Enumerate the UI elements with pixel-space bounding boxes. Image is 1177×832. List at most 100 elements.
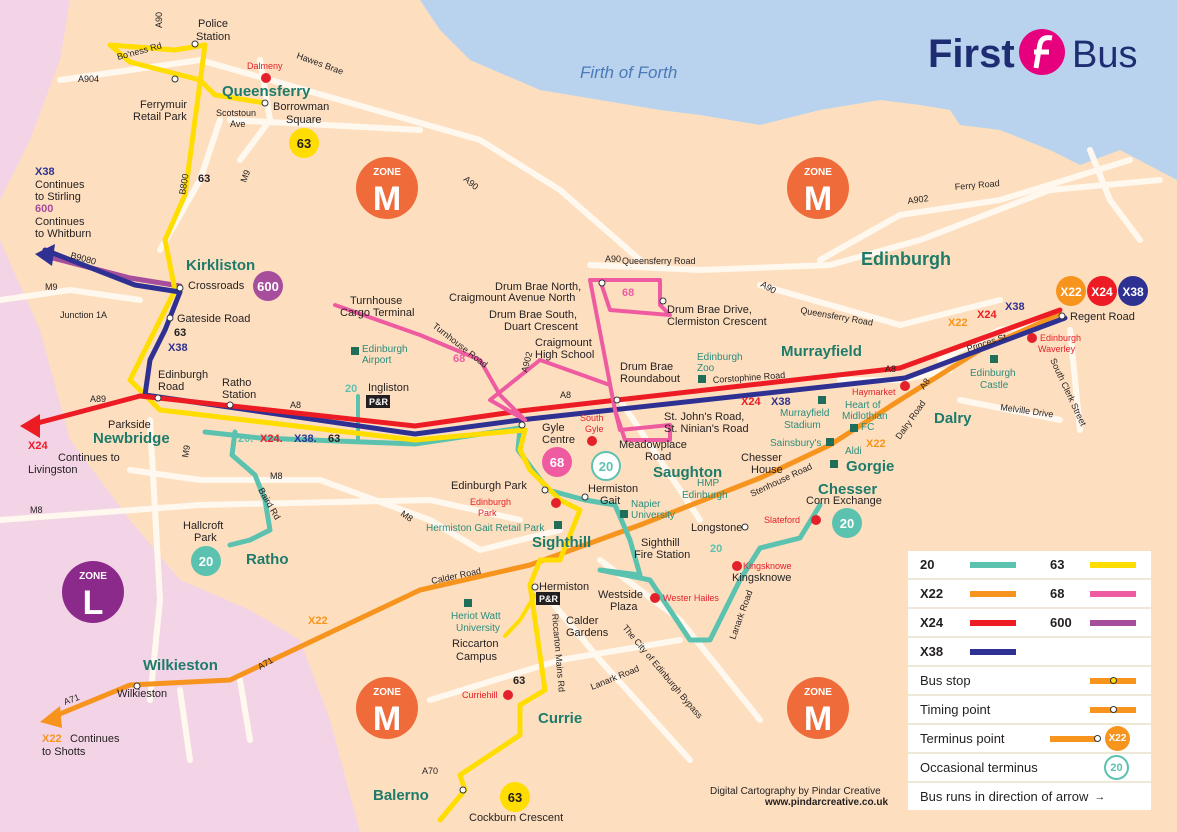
label-calder-gardens-2: Gardens bbox=[566, 627, 609, 639]
route-label-x24: X24 bbox=[741, 396, 761, 408]
poi-murrayfield-stadium-2: Stadium bbox=[784, 420, 821, 431]
stop-borrowman[interactable] bbox=[261, 99, 269, 107]
station-edinburgh-park-2: Park bbox=[478, 508, 497, 518]
stop-edinburgh-park[interactable] bbox=[541, 486, 549, 494]
legend-timing-point: Timing point bbox=[920, 702, 991, 717]
stop-drum-brae-roundabout[interactable] bbox=[613, 396, 621, 404]
road-ferry: Ferry Road bbox=[954, 178, 1000, 192]
stop-gyle-centre[interactable] bbox=[518, 421, 526, 429]
legend-row: Timing point bbox=[908, 696, 1151, 725]
station-wester-hailes: Wester Hailes bbox=[663, 593, 719, 603]
route-x24-line[interactable] bbox=[27, 307, 1063, 429]
legend-code-600: 600 bbox=[1050, 615, 1072, 630]
badge-63-balerno[interactable] bbox=[500, 782, 530, 812]
stop-edinburgh-road[interactable] bbox=[154, 394, 162, 402]
route-63-riccarton-branch[interactable] bbox=[503, 593, 537, 638]
credit-url[interactable]: www.pindarcreative.co.uk bbox=[765, 797, 889, 808]
route-63-line[interactable] bbox=[107, 42, 583, 823]
station-south-gyle-2: Gyle bbox=[585, 424, 604, 434]
route-x22-line[interactable] bbox=[47, 311, 1063, 721]
label-meadowplace-2: Road bbox=[645, 451, 671, 463]
stop-drum-brae-north[interactable] bbox=[598, 279, 606, 287]
badge-x38[interactable] bbox=[1118, 276, 1148, 306]
legend-swatch-x24 bbox=[970, 619, 1016, 626]
badge-20-ratho[interactable] bbox=[191, 546, 221, 576]
area-dalry: Dalry bbox=[934, 410, 972, 427]
road-a902-r: A902 bbox=[907, 193, 929, 206]
badge-text: 20 bbox=[199, 554, 213, 569]
combined-label-63: 63 bbox=[328, 433, 340, 445]
station-edinburgh-park: Edinburgh bbox=[470, 497, 511, 507]
poi-icon bbox=[830, 460, 838, 468]
station-kingsknowe: Kingsknowe bbox=[743, 561, 792, 571]
stop-cockburn-crescent[interactable] bbox=[459, 786, 467, 794]
stop-hermiston[interactable] bbox=[531, 583, 539, 591]
badge-68[interactable] bbox=[542, 447, 572, 477]
stop-regent-road[interactable] bbox=[1058, 312, 1066, 320]
zone-letter: L bbox=[83, 584, 104, 622]
legend-swatch-20 bbox=[970, 561, 1016, 568]
label-drum-drive: Drum Brae Drive, bbox=[667, 304, 752, 316]
badge-20-chesser[interactable] bbox=[832, 508, 862, 538]
route-x38-line[interactable] bbox=[42, 247, 1068, 437]
label-gyle: Gyle bbox=[542, 422, 565, 434]
area-sighthill: Sighthill bbox=[532, 534, 591, 551]
label-meadowplace: Meadowplace bbox=[619, 439, 687, 451]
zone-word: ZONE bbox=[373, 687, 401, 698]
label-kingsknowe: Kingsknowe bbox=[732, 572, 791, 584]
stop-crossroads[interactable] bbox=[176, 284, 184, 292]
legend-code-68: 68 bbox=[1050, 586, 1065, 601]
badge-x24[interactable] bbox=[1087, 276, 1117, 306]
label-hallcroft: Hallcroft bbox=[183, 520, 223, 532]
stop-ferrymuir[interactable] bbox=[171, 75, 179, 83]
badge-63-queensferry[interactable] bbox=[289, 128, 319, 158]
terminus-point-icon bbox=[1094, 735, 1101, 742]
road-a70: A70 bbox=[422, 766, 438, 776]
route-68-line[interactable] bbox=[333, 278, 672, 442]
stop-police-station[interactable] bbox=[191, 40, 199, 48]
route-label-x22: X22 bbox=[308, 615, 328, 627]
poi-icon bbox=[351, 347, 359, 355]
label-edinburgh-road: Edinburgh bbox=[158, 369, 208, 381]
legend-row: Bus stop bbox=[908, 667, 1151, 696]
zone-letter: M bbox=[373, 180, 401, 218]
label-hallcroft-2: Park bbox=[194, 532, 217, 544]
stop-drum-brae-drive[interactable] bbox=[659, 297, 667, 305]
badge-x22[interactable] bbox=[1056, 276, 1086, 306]
area-newbridge: Newbridge bbox=[93, 430, 170, 447]
timing-point-icon bbox=[1110, 706, 1117, 713]
credit-line: Digital Cartography by Pindar Creative bbox=[710, 786, 881, 797]
stop-longstone[interactable] bbox=[741, 523, 749, 531]
badge-text: 600 bbox=[257, 279, 279, 294]
label-gateside: Gateside Road bbox=[177, 313, 250, 325]
label-edinburgh-park: Edinburgh Park bbox=[451, 480, 527, 492]
area-gorgie: Gorgie bbox=[846, 458, 894, 475]
label-borrowman-2: Square bbox=[286, 114, 321, 126]
rail-icon bbox=[1027, 333, 1037, 343]
route-label-x38: X38 bbox=[168, 342, 188, 354]
zone-l-area bbox=[0, 240, 360, 832]
stop-ratho-station[interactable] bbox=[226, 401, 234, 409]
poi-icon bbox=[464, 599, 472, 607]
x24-continues-text-2: Livingston bbox=[28, 464, 78, 476]
badge-600[interactable] bbox=[253, 271, 283, 301]
badge-text: 63 bbox=[508, 790, 522, 805]
route-20-ratho-branch[interactable] bbox=[227, 429, 273, 548]
600-continues-code: 600 bbox=[35, 203, 53, 215]
badge-20-occasional[interactable] bbox=[591, 451, 621, 481]
route-label-x38: X38 bbox=[1005, 301, 1025, 313]
label-drum-north-2: Craigmount Avenue North bbox=[449, 292, 575, 304]
stop-wilkieston[interactable] bbox=[133, 682, 141, 690]
stop-gateside[interactable] bbox=[166, 314, 174, 322]
rail-icon bbox=[811, 515, 821, 525]
poi-icon bbox=[620, 510, 628, 518]
poi-napier-2: University bbox=[631, 510, 675, 521]
label-craigmount-2: High School bbox=[535, 349, 594, 361]
zone-word: ZONE bbox=[373, 167, 401, 178]
station-waverley: Edinburgh bbox=[1040, 333, 1081, 343]
legend-code-x24: X24 bbox=[920, 615, 944, 630]
stop-hermiston-gait[interactable] bbox=[581, 493, 589, 501]
legend-code-63: 63 bbox=[1050, 557, 1065, 572]
poi-heriot: Heriot Watt bbox=[451, 611, 501, 622]
